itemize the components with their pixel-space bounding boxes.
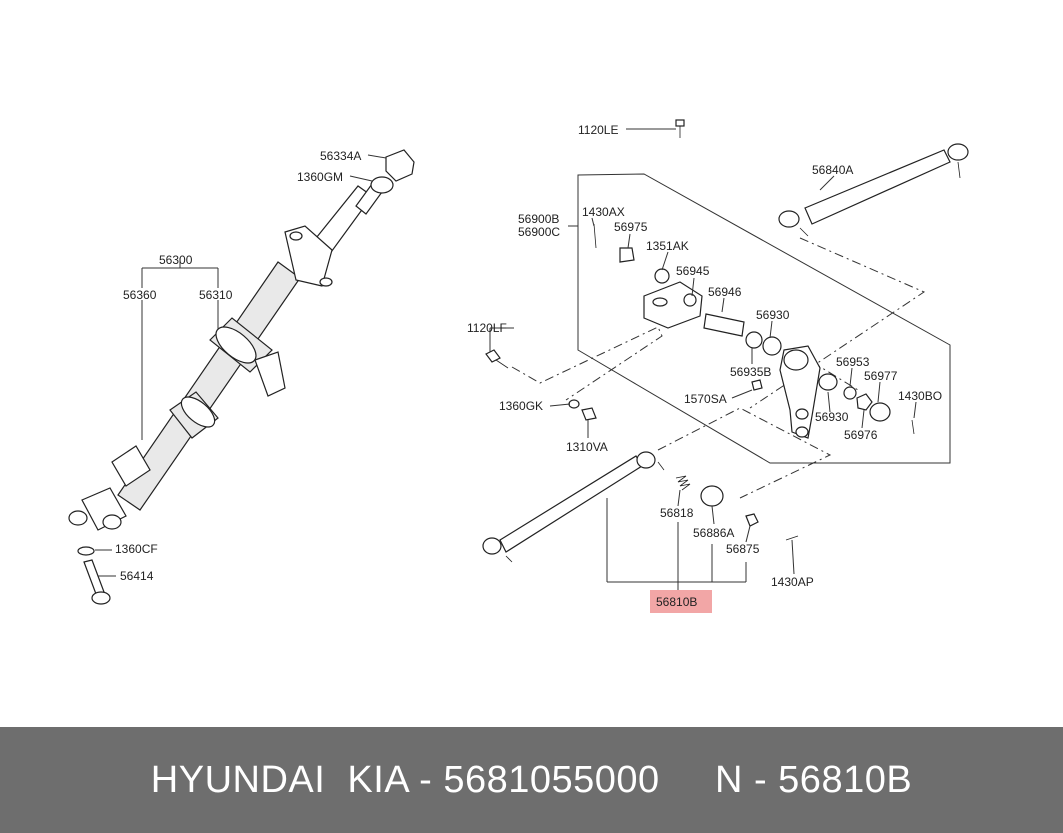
left-leader-lines xyxy=(95,154,387,577)
part-labels: 1120LE 56840A 56334A 1360GM 56900B 56900… xyxy=(115,123,942,609)
footer-bar: HYUNDAI KIA - 5681055000 N - 56810B xyxy=(0,727,1063,833)
assembly-outline xyxy=(577,173,951,464)
label-56818: 56818 xyxy=(660,506,694,520)
part-number-caption: HYUNDAI KIA - 5681055000 N - 56810B xyxy=(150,758,913,801)
label-1120LE: 1120LE xyxy=(578,123,618,137)
label-56977: 56977 xyxy=(864,369,898,383)
highlight-box xyxy=(650,590,712,613)
label-56953: 56953 xyxy=(836,355,870,369)
label-56414: 56414 xyxy=(120,569,154,583)
label-56334A: 56334A xyxy=(320,149,361,163)
idler-arm-drawing xyxy=(779,345,915,439)
label-1430AX: 1430AX xyxy=(582,205,625,219)
label-56310: 56310 xyxy=(199,288,233,302)
label-56946: 56946 xyxy=(708,285,742,299)
label-56810B: 56810B xyxy=(656,595,697,609)
small-hardware-drawing xyxy=(485,349,763,421)
label-1360GM: 1360GM xyxy=(297,170,343,184)
label-56930-upper: 56930 xyxy=(756,308,790,322)
label-1310VA: 1310VA xyxy=(566,440,608,454)
bolt-1120LE-drawing xyxy=(675,119,685,138)
label-1430AP: 1430AP xyxy=(771,575,814,589)
steering-column-drawing xyxy=(68,149,415,605)
label-56360: 56360 xyxy=(123,288,157,302)
label-56900C: 56900C xyxy=(518,225,560,239)
label-56886A: 56886A xyxy=(693,526,734,540)
tie-rod-drawing xyxy=(482,451,799,563)
label-1570SA: 1570SA xyxy=(684,392,727,406)
label-56930-lower: 56930 xyxy=(815,410,849,424)
label-1360GK: 1360GK xyxy=(499,399,543,413)
relay-rod-drawing xyxy=(778,143,969,237)
label-56300: 56300 xyxy=(159,253,193,267)
label-1360CF: 1360CF xyxy=(115,542,158,556)
label-56945: 56945 xyxy=(676,264,710,278)
label-56935B: 56935B xyxy=(730,365,771,379)
label-1120LF: 1120LF xyxy=(467,321,507,335)
label-1430BO: 1430BO xyxy=(898,389,942,403)
bracket-drawing xyxy=(593,223,703,329)
right-leader-lines xyxy=(489,128,917,592)
label-56840A: 56840A xyxy=(812,163,853,177)
label-56875: 56875 xyxy=(726,542,760,556)
label-56900B: 56900B xyxy=(518,212,559,226)
label-56976: 56976 xyxy=(844,428,878,442)
label-1351AK: 1351AK xyxy=(646,239,689,253)
label-56975: 56975 xyxy=(614,220,648,234)
idler-shaft-drawing xyxy=(703,313,782,356)
parts-diagram: 1120LE 56840A 56334A 1360GM 56900B 56900… xyxy=(68,119,969,613)
